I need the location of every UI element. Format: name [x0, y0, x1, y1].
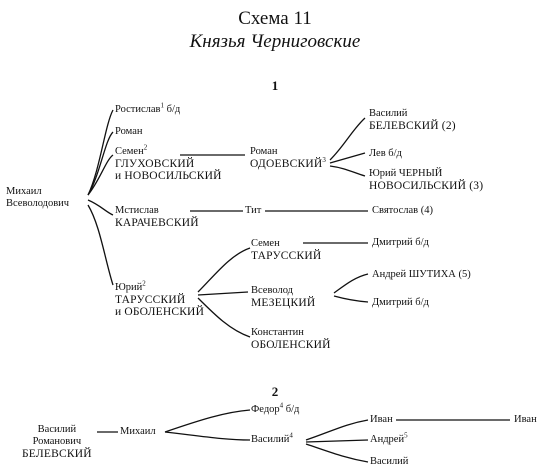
person-title: МЕЗЕЦКИЙ [251, 297, 316, 309]
edge-mikhail-vasily [164, 431, 251, 441]
person-name: Лев б/д [369, 148, 402, 159]
person-name: Иван [514, 414, 537, 425]
person-svyatoslav: Святослав (4) [372, 205, 433, 217]
person-yuri: Юрий2 ТАРУССКИЙ и ОБОЛЕНСКИЙ [115, 279, 205, 318]
person-vasily-belevsky: Василий БЕЛЕВСКИЙ (2) [369, 108, 456, 132]
person-name: Иван [370, 414, 393, 425]
person-patronymic: Романович [32, 436, 82, 447]
person-name: Дмитрий б/д [372, 237, 429, 248]
person-name: Федор [251, 404, 280, 415]
person-name: Михаил [6, 186, 42, 197]
diagram-subtitle: Князья Черниговские [189, 31, 361, 52]
person-title: БЕЛЕВСКИЙ (2) [369, 120, 456, 132]
footnote-marker: 4 [279, 401, 284, 410]
person-name: Константин [251, 327, 304, 338]
person-title: и ОБОЛЕНСКИЙ [115, 306, 205, 318]
person-dmitry-1: Дмитрий б/д [372, 237, 429, 249]
footnote-marker: 5 [404, 431, 408, 440]
person-name: Юрий [115, 282, 143, 293]
person-name: Роман [250, 146, 278, 157]
person-name: Андрей [370, 434, 405, 445]
person-name: Семен [251, 238, 280, 249]
person-roman-odoevsky: Роман ОДОЕВСКИЙ3 [250, 146, 326, 170]
person-ivan-2: Иван [514, 414, 537, 426]
edge-root-roman [87, 131, 114, 196]
person-yuri-cherny: Юрий ЧЕРНЫЙ НОВОСИЛЬСКИЙ (3) [369, 168, 483, 192]
person-name: Андрей ШУТИХА (5) [372, 269, 471, 280]
person-ivan-1: Иван [370, 414, 393, 426]
person-semen: Семен2 ГЛУХОВСКИЙ и НОВОСИЛЬСКИЙ [115, 143, 222, 182]
person-vsevolod: Всеволод МЕЗЕЦКИЙ [251, 285, 315, 309]
edge-yuri-semen [197, 247, 251, 293]
person-lev: Лев б/д [369, 148, 402, 160]
person-title: и НОВОСИЛЬСКИЙ [115, 170, 222, 182]
person-name: Тит [245, 205, 262, 216]
diagram-title: Схема 11 [238, 8, 312, 29]
person-title: БЕЛЕВСКИЙ [22, 448, 92, 460]
person-title: ТАРУССКИЙ [251, 250, 322, 262]
person-roman: Роман [115, 126, 142, 138]
edge-mikhail-fedor [164, 409, 251, 433]
person-name: Михаил [120, 426, 156, 437]
edge-vasily-andrey [305, 439, 369, 443]
section-number-2: 2 [271, 384, 279, 399]
edge-yuri-vsevolod [197, 291, 249, 296]
footnote-marker: 2 [142, 279, 146, 288]
person-title: ОДОЕВСКИЙ [250, 158, 323, 170]
person-title: НОВОСИЛЬСКИЙ (3) [369, 180, 484, 192]
edge-roman-vasily [329, 117, 366, 161]
edge-root-rostislav [87, 109, 114, 196]
person-note: б/д [283, 404, 300, 415]
edge-root-yuri [87, 204, 114, 286]
person-dmitry-2: Дмитрий б/д [372, 297, 429, 309]
person-name: Дмитрий б/д [372, 297, 429, 308]
person-fedor: Федор4 б/д [251, 401, 300, 416]
person-note: б/д [163, 104, 181, 115]
person-name: Семен [115, 146, 144, 157]
person-konstantin: Константин ОБОЛЕНСКИЙ [251, 327, 331, 351]
person-semen-tarussky: Семен ТАРУССКИЙ [251, 238, 321, 262]
edge-vasily-vasily [305, 443, 369, 463]
edge-roman-yuri [329, 165, 366, 177]
edge-vsevolod-dmitry [333, 295, 369, 303]
edge-root-mstislav [87, 199, 114, 216]
person-name: Мстислав [115, 205, 159, 216]
footnote-marker: 3 [322, 156, 327, 165]
person-title: ТАРУССКИЙ [115, 294, 186, 306]
footnote-marker: 4 [289, 431, 293, 440]
person-vasily-2: Василий [370, 456, 408, 468]
person-vasily: Василий4 [251, 431, 293, 446]
edge-vasily-ivan [305, 419, 369, 441]
person-patronymic: Всеволодович [6, 198, 70, 209]
person-name: Василий [369, 108, 408, 119]
edge-vsevolod-andrey [333, 273, 369, 294]
person-andrey: Андрей5 [370, 431, 408, 446]
person-name: Юрий ЧЕРНЫЙ [369, 168, 443, 179]
edge-yuri-konstantin [197, 297, 251, 338]
person-name: Святослав (4) [372, 205, 434, 216]
footnote-marker: 2 [143, 143, 148, 152]
person-tit: Тит [245, 205, 261, 217]
person-mikhail: Михаил [120, 426, 156, 438]
person-name: Роман [115, 126, 143, 137]
person-title: ОБОЛЕНСКИЙ [251, 339, 331, 351]
person-mikhail-vsevolodovich: Михаил Всеволодович [6, 186, 69, 210]
person-vasily-romanovich: Василий Романович БЕЛЕВСКИЙ [22, 424, 92, 460]
person-title: ГЛУХОВСКИЙ [115, 158, 195, 170]
section-number-1: 1 [271, 78, 279, 93]
person-name: Василий [37, 424, 77, 435]
person-name: Всеволод [251, 285, 293, 296]
person-title: КАРАЧЕВСКИЙ [115, 217, 199, 229]
person-name: Ростислав [115, 104, 161, 115]
edge-root-semen [87, 154, 114, 196]
person-andrey-shutikha: Андрей ШУТИХА (5) [372, 269, 471, 281]
edge-roman-lev [329, 152, 366, 164]
person-rostislav: Ростислав1 б/д [115, 101, 181, 116]
person-name: Василий [370, 456, 409, 467]
person-name: Василий [251, 434, 290, 445]
footnote-marker: 1 [160, 101, 164, 110]
person-mstislav: Мстислав КАРАЧЕВСКИЙ [115, 205, 199, 229]
